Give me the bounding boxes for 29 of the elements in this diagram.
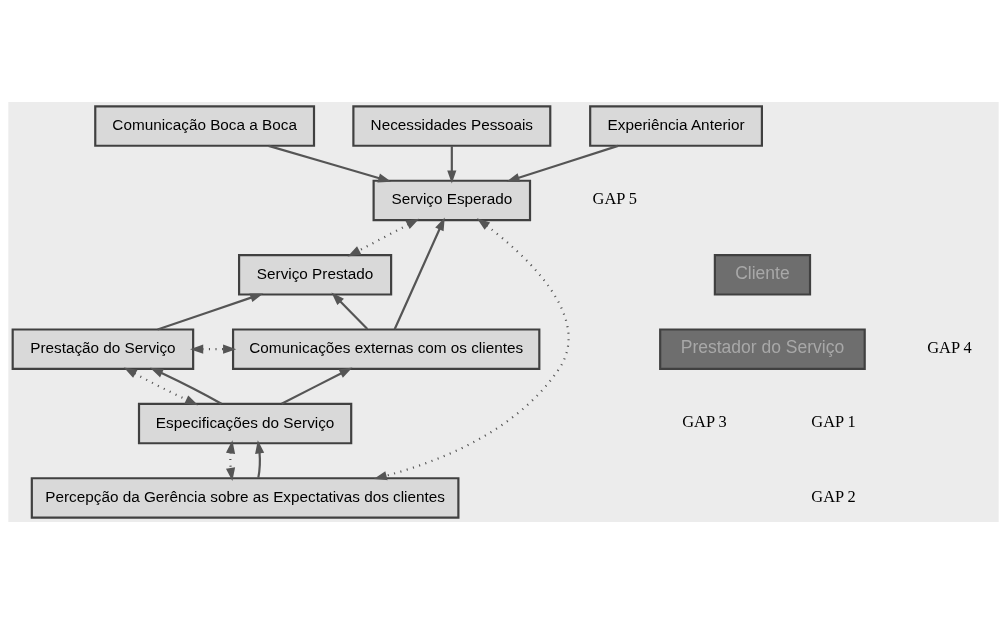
arrow [190,344,237,354]
label: GAP 1 [811,412,856,432]
node-box: Prestador do Serviço [659,328,866,370]
arrow [123,367,199,406]
label: GAP 3 [682,412,727,432]
arrow [373,218,570,481]
node-box: Prestação do Serviço [11,328,195,370]
node-box: Experiência Anterior [589,105,763,147]
node-box: Comunicações externas com os clientes [231,328,541,370]
node-box: Serviço Prestado [238,254,393,296]
node-box: Percepção da Gerência sobre as Expectativas dos clientes [30,477,460,519]
label: GAP 2 [811,486,856,506]
arrow [157,293,264,331]
node-box: Necessidades Pessoais [352,105,552,147]
arrow [347,218,420,257]
arrow [331,292,369,330]
label: GAP 5 [592,189,638,209]
arrow [268,144,392,183]
arrow [281,367,353,405]
node-box: Cliente [713,254,812,296]
node-box: Comunicação Boca a Boca [94,105,316,147]
arrow [506,144,619,183]
label: GAP 4 [927,338,972,358]
node-box: Especificações do Serviço [137,402,353,445]
node-box: Serviço Esperado [372,179,532,222]
arrow [393,217,445,330]
arrow [255,440,265,478]
arrow [150,367,222,405]
arrow [447,146,457,184]
